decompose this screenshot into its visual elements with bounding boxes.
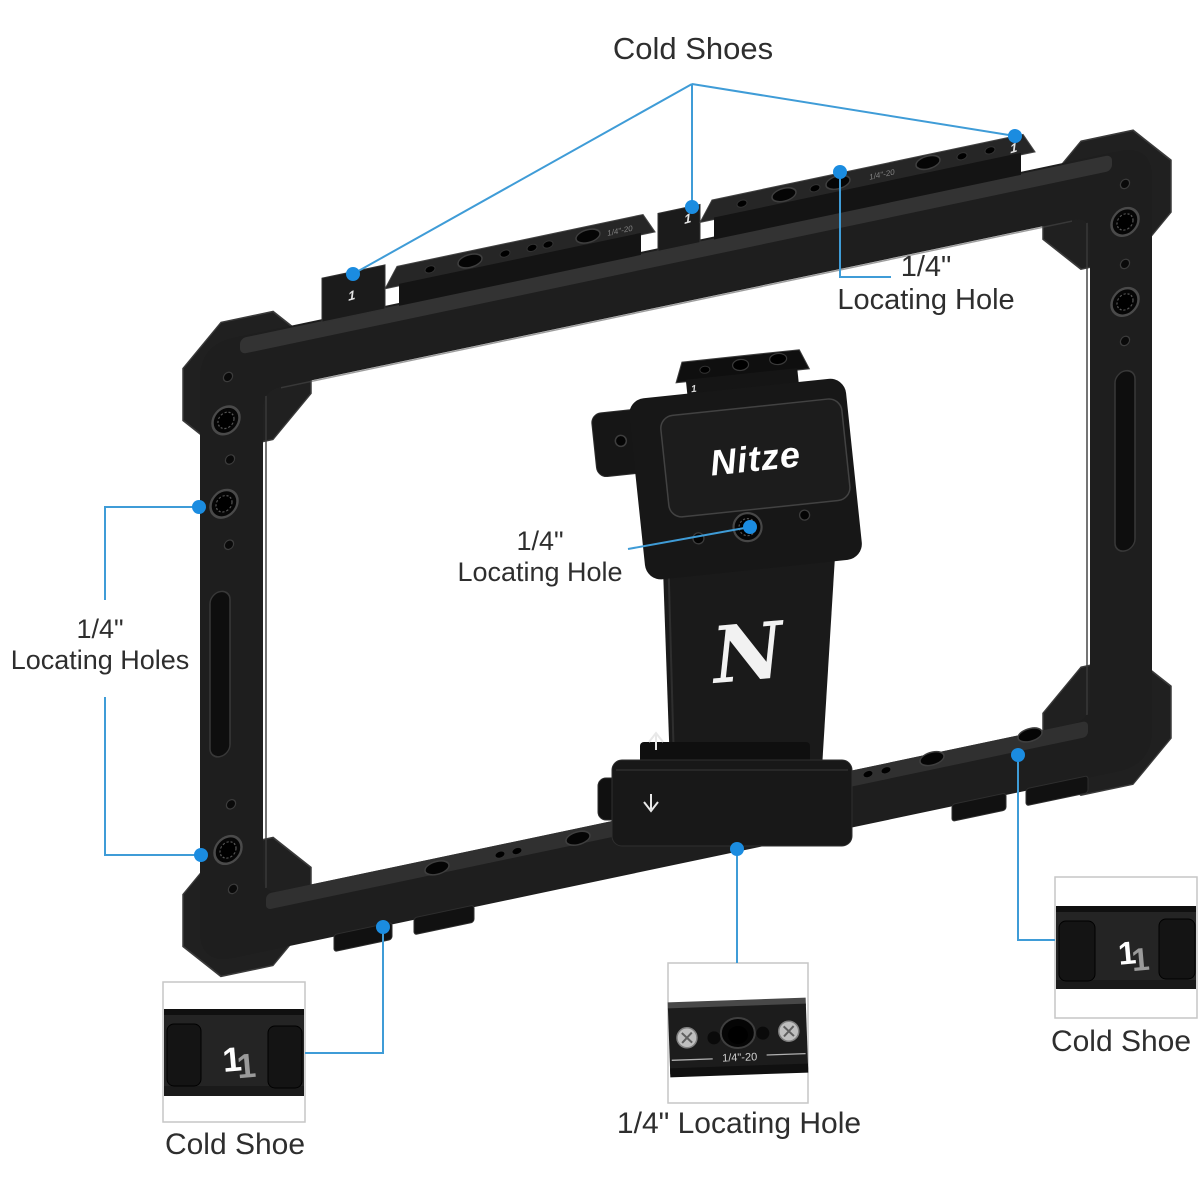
top-bar-face [240, 155, 1112, 354]
right-rail-holes [1110, 177, 1140, 552]
right-locating-hole-label-line2: Locating Hole [837, 283, 1015, 316]
inset-bl-callout [305, 927, 384, 1054]
inset-bottom-left: 1 1 [162, 981, 306, 1123]
center-locating-hole-label-line2: Locating Hole [457, 556, 623, 587]
clamp-head: 1 Nitze [591, 349, 862, 580]
center-locating-hole-label: 1/4" Locating Hole [425, 526, 655, 587]
clamp-face-panel [660, 398, 851, 518]
left-rail-holes [209, 370, 243, 896]
quarter-inch-hole [719, 1017, 756, 1050]
cold-shoe-plate-left: 1/4"-20 [384, 213, 656, 306]
inset-bottom-middle: 1/4"-20 [667, 962, 809, 1104]
cold-shoe-mark: 1 [221, 1040, 243, 1080]
frame-body [200, 150, 1152, 959]
cold-shoe-plate-right: 1/4"-20 [699, 133, 1036, 240]
rail-highlights [265, 222, 1088, 889]
thread-engraving: 1/4"-20 [722, 1051, 758, 1064]
clamp-base [597, 731, 853, 847]
left-rail-slot [209, 590, 231, 758]
cold-shoe-mark: 1 [684, 210, 692, 227]
callout-dot [685, 200, 699, 214]
inset-br-callout [1017, 755, 1055, 941]
screw [675, 1026, 699, 1050]
arrow-down-icon [643, 794, 659, 813]
right-locating-hole-label-line1: 1/4" [900, 251, 952, 283]
callout-dot [1011, 748, 1025, 762]
callout-dots [192, 129, 1025, 934]
cold-shoes-label: Cold Shoes [612, 31, 774, 66]
cold-shoe-mark: 1 [1010, 140, 1018, 157]
clamp-top-shoe: 1 [675, 349, 811, 398]
callout-dot [376, 920, 390, 934]
right-rail-slot [1114, 369, 1136, 552]
cold-shoe-mark: 1 [348, 287, 356, 304]
cold-shoe-mark-shadow: 1 [1130, 941, 1151, 978]
callout-dot [730, 842, 744, 856]
cold-shoe-mark: 1 [691, 384, 698, 396]
left-locating-holes-label-line2: Locating Holes [10, 644, 190, 675]
left-locating-holes-label: 1/4" Locating Holes [0, 614, 203, 675]
left-locating-holes-label-line1: 1/4" [76, 614, 124, 644]
cold-shoe-mark-shadow: 1 [235, 1047, 257, 1087]
shoe-step-middle [657, 203, 701, 252]
callout-lines [104, 83, 1055, 1054]
center-hole-callout [627, 526, 751, 550]
inset-bottom-middle-caption: 1/4" Locating Hole [616, 1107, 862, 1140]
left-holes-callout [104, 506, 201, 856]
cold-shoes-callout [352, 83, 1016, 275]
phone-clamp: N [591, 349, 862, 847]
callout-dot [1008, 129, 1022, 143]
inner-edge-highlight [281, 220, 1072, 389]
inset-bottom-left-caption: Cold Shoe [164, 1128, 306, 1161]
screw [777, 1019, 801, 1043]
nitze-n-logo: N [706, 605, 791, 702]
callout-dot [192, 500, 206, 514]
callout-dot [743, 520, 757, 534]
inset-bottom-right-caption: Cold Shoe [1050, 1025, 1192, 1058]
callout-dot [194, 848, 208, 862]
callout-dot [346, 267, 360, 281]
inset-bottom-right: 1 1 [1054, 876, 1198, 1019]
right-locating-hole-label: 1/4" Locating Hole [810, 251, 1042, 317]
center-locating-hole-label-line1: 1/4" [516, 526, 564, 556]
brand-logo-text: Nitze [708, 433, 803, 483]
right-hole-callout [839, 172, 891, 278]
cold-shoe-mark: 1 [1117, 934, 1138, 971]
arrow-up-icon [648, 731, 664, 750]
clamp-column: N [662, 540, 836, 768]
callout-dot [833, 165, 847, 179]
